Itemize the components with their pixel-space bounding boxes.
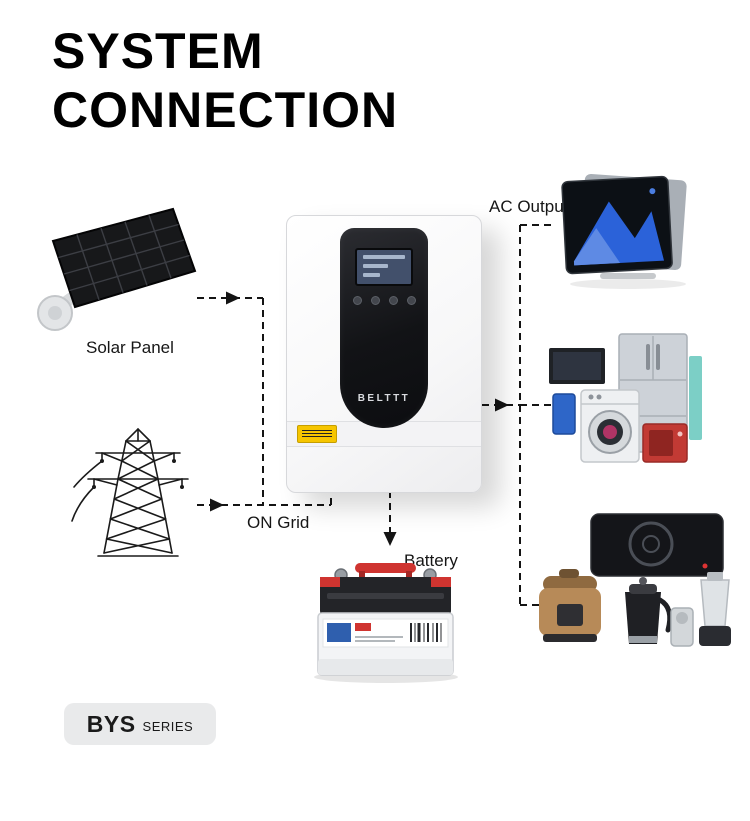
round-button-icon — [406, 296, 416, 305]
tablet-image — [561, 173, 687, 289]
arrow-down-battery — [383, 532, 397, 546]
round-button-icon — [388, 296, 398, 305]
inverter-front-panel: BELTTT — [340, 228, 428, 428]
title-line-1: SYSTEM — [52, 23, 264, 79]
solar-panel-image — [37, 207, 197, 331]
series-word: SERIES — [142, 719, 194, 734]
arrow-right-ac — [495, 398, 509, 412]
title-line-2: CONNECTION — [52, 81, 399, 138]
solar-panel-label: Solar Panel — [86, 338, 174, 357]
lcd-segment — [363, 264, 389, 268]
series-badge: BYS SERIES — [64, 703, 216, 745]
inverter-buttons — [340, 296, 428, 305]
lcd-segment — [363, 255, 405, 259]
ac-output-label: AC Output — [489, 197, 569, 216]
arrow-right-solar — [226, 291, 240, 305]
round-button-icon — [352, 296, 362, 305]
kitchen-appliances-image — [539, 513, 731, 647]
inverter-image: BELTTT — [286, 215, 482, 493]
battery-image — [314, 563, 458, 683]
power-tower-image — [71, 427, 189, 557]
page-title: SYSTEM CONNECTION — [52, 22, 398, 139]
warning-sticker-text-lines — [302, 429, 332, 439]
on-grid-label: ON Grid — [247, 513, 310, 532]
inverter-lcd-display — [355, 248, 413, 286]
brand-logo: BELTTT — [357, 393, 411, 404]
battery-label: Battery — [404, 551, 458, 570]
lcd-segment — [363, 273, 380, 277]
home-appliances-image — [549, 333, 702, 463]
series-code: BYS — [86, 710, 136, 737]
round-button-icon — [370, 296, 380, 305]
warning-sticker-icon — [297, 425, 337, 443]
arrow-right-grid — [210, 498, 224, 512]
